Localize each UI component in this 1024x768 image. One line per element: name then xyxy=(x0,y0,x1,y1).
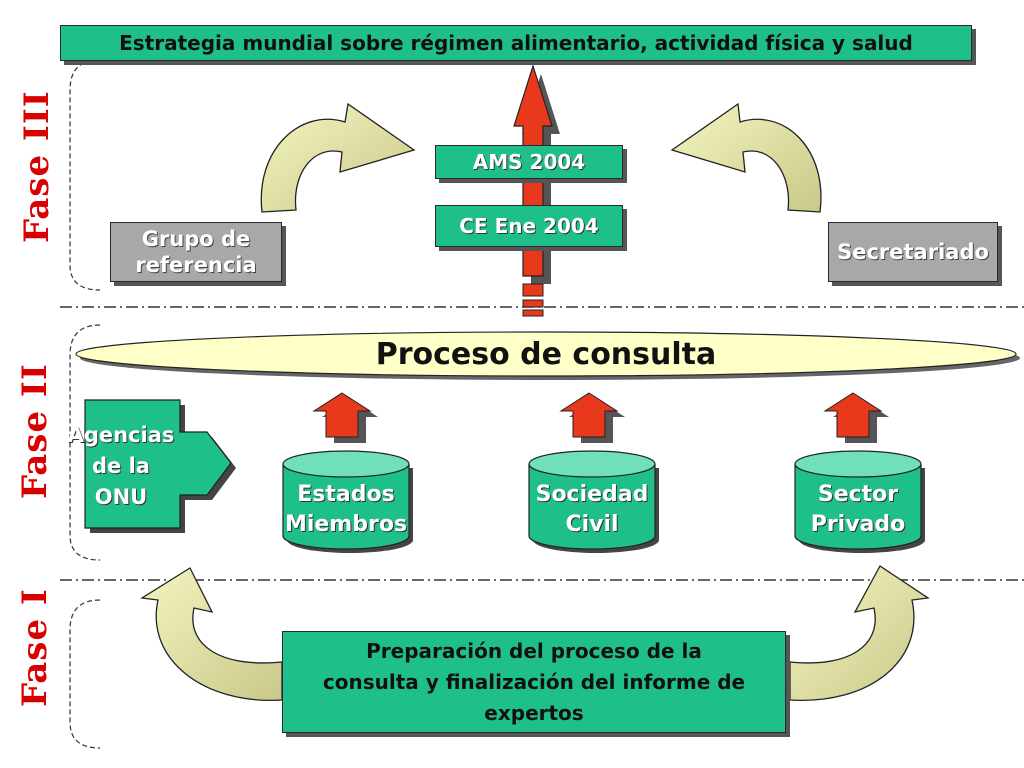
grupo-referencia-box: Grupo de referencia xyxy=(110,222,282,282)
preparacion-line3: expertos xyxy=(484,700,584,725)
sector-privado-label: Sector Privado xyxy=(795,480,921,540)
grupo-line2: referencia xyxy=(135,253,257,277)
strategy-title: Estrategia mundial sobre régimen aliment… xyxy=(60,25,972,61)
bracket-fase3 xyxy=(69,59,101,291)
proceso-consulta-label: Proceso de consulta xyxy=(375,337,717,372)
curved-arrow-bottom-left xyxy=(140,567,283,701)
cylinder-estados xyxy=(282,450,413,553)
sociedad-civil-label: Sociedad Civil xyxy=(529,480,655,540)
estados-miembros-label: Estados Miembros xyxy=(283,480,409,540)
red-arrow-estados xyxy=(312,392,378,443)
curved-arrow-grupo xyxy=(260,102,416,213)
estados-line1: Estados xyxy=(297,482,395,507)
cylinder-sector xyxy=(794,450,925,553)
phase-label-fase2: Fase II xyxy=(15,363,55,499)
curved-arrow-bottom-right xyxy=(789,565,930,701)
red-arrow-sociedad xyxy=(559,392,625,443)
curved-arrow-secretariado xyxy=(670,102,822,213)
estados-line2: Miembros xyxy=(284,512,408,537)
secretariado-box: Secretariado xyxy=(828,222,998,282)
sociedad-line2: Civil xyxy=(565,512,619,537)
ce-ene-2004-box: CE Ene 2004 xyxy=(435,205,623,247)
grupo-line1: Grupo de xyxy=(141,227,251,251)
agencias-line1: Agencias xyxy=(67,423,175,447)
big-red-arrow xyxy=(513,64,560,317)
agencias-arrow-shape xyxy=(84,399,236,533)
bracket-fase1 xyxy=(69,599,101,749)
red-arrow-sector xyxy=(823,392,889,443)
agencias-onu-label: Agencias de la ONU xyxy=(62,420,180,513)
preparacion-line2: consulta y finalización del informe de xyxy=(322,669,746,694)
proceso-ellipse xyxy=(75,331,1017,377)
bracket-fase2 xyxy=(69,324,101,561)
ams-2004-box: AMS 2004 xyxy=(435,145,623,179)
sociedad-line1: Sociedad xyxy=(535,482,649,507)
phase-label-fase1: Fase I xyxy=(15,588,55,707)
phase-label-fase3: Fase III xyxy=(17,90,57,243)
agencias-line2: de la xyxy=(92,454,150,478)
sector-line2: Privado xyxy=(810,512,906,537)
sector-line1: Sector xyxy=(817,482,899,507)
preparacion-box: Preparación del proceso de la consulta y… xyxy=(282,631,786,733)
cylinder-sociedad xyxy=(528,450,659,553)
preparacion-line1: Preparación del proceso de la xyxy=(366,638,702,663)
agencias-line3: ONU xyxy=(94,485,148,509)
